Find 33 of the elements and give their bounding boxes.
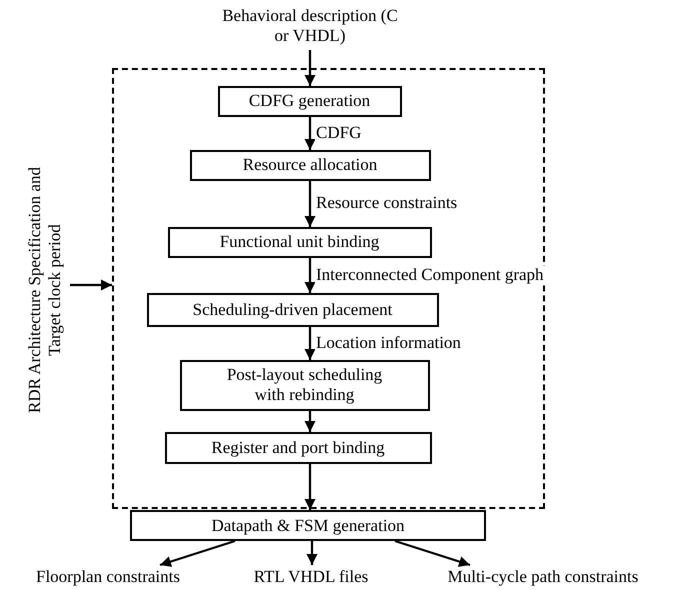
process-label: Functional unit binding xyxy=(220,232,380,252)
process-box xyxy=(180,360,430,410)
edge-label: CDFG xyxy=(315,124,362,142)
arrow xyxy=(304,50,316,86)
process-label: Post-layout scheduling with rebinding xyxy=(226,365,384,405)
text-label: Multi-cycle path constraints xyxy=(408,565,678,589)
process-box xyxy=(164,432,432,464)
arrow xyxy=(304,411,316,432)
process-label: Datapath & FSM generation xyxy=(211,516,405,536)
arrow xyxy=(304,117,316,150)
text-label: RDR Architecture Specification and Target clock period xyxy=(20,145,70,435)
arrow xyxy=(304,258,316,293)
text-label: Behavioral description (C or VHDL) xyxy=(215,2,405,50)
process-box xyxy=(130,510,486,541)
arrow xyxy=(394,540,470,567)
process-label: Register and port binding xyxy=(211,438,385,458)
text-label: RTL VHDL files xyxy=(226,565,396,589)
process-label: CDFG generation xyxy=(248,91,370,111)
arrow xyxy=(160,540,236,567)
edge-label: Interconnected Component graph xyxy=(315,266,545,284)
process-label: Scheduling-driven placement xyxy=(192,300,392,320)
arrow xyxy=(304,464,316,510)
arrow xyxy=(70,280,112,290)
process-box xyxy=(190,150,430,180)
arrow xyxy=(304,181,316,227)
process-label: Resource allocation xyxy=(242,155,378,175)
text-label: Floorplan constraints xyxy=(8,565,208,589)
process-box xyxy=(218,86,402,116)
process-box xyxy=(146,292,438,326)
arrow xyxy=(306,541,318,565)
edge-label: Location information xyxy=(315,334,462,352)
process-box xyxy=(168,226,432,258)
arrow xyxy=(304,327,316,360)
